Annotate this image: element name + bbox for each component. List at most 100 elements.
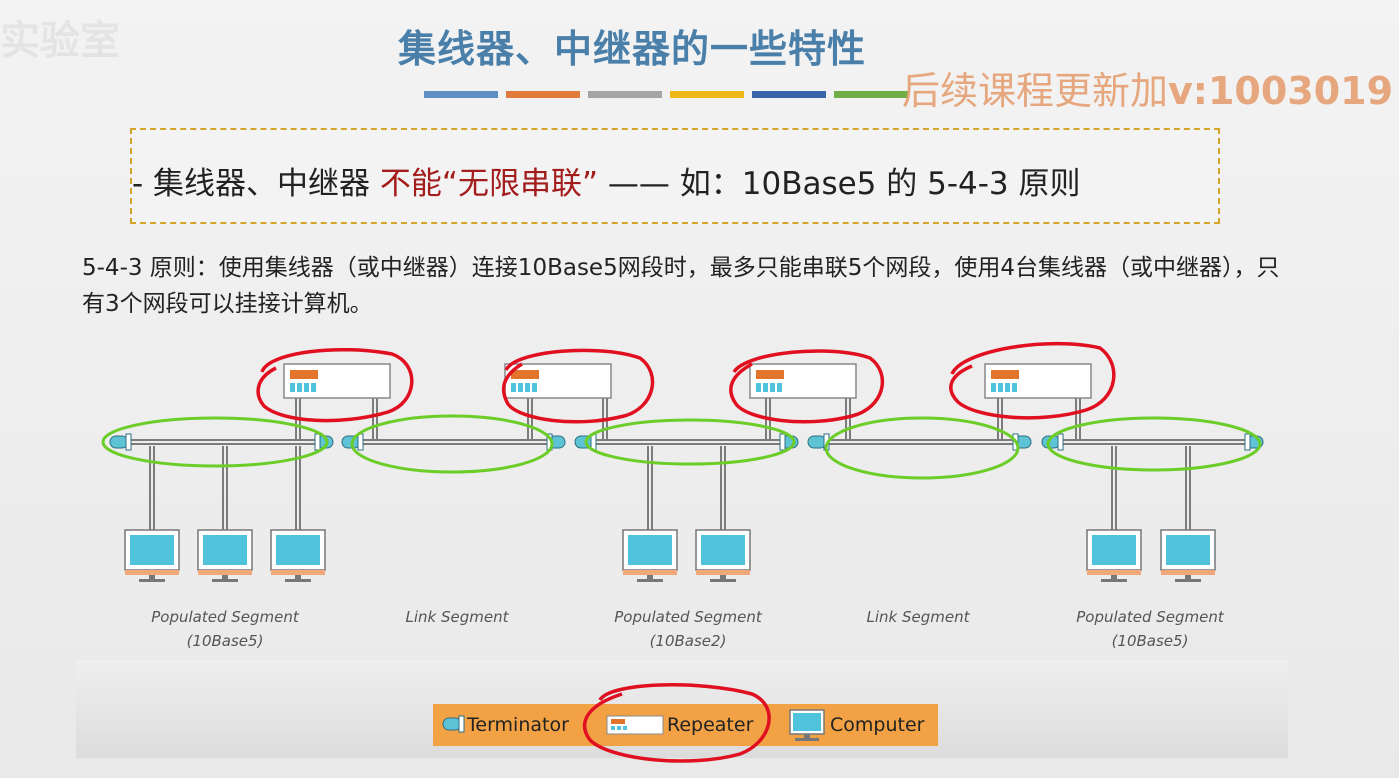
terminator-cap [314, 433, 321, 451]
repeater [984, 363, 1092, 399]
computer-stand [720, 575, 726, 579]
computer-stand [222, 575, 228, 579]
computer-stand [295, 575, 301, 579]
highlight-red-text: 不能“无限串联” [379, 166, 599, 202]
terminator-cap [779, 433, 786, 451]
segment-label: Link Segment [867, 608, 971, 626]
segment-annotation-ellipse [1046, 416, 1262, 472]
terminator [109, 435, 129, 449]
repeater-port [1012, 383, 1017, 392]
computer-base [623, 570, 677, 575]
repeater-port [991, 383, 996, 392]
faded-logo: 实验室 [0, 18, 120, 64]
computer-base [696, 570, 750, 575]
terminator-cap [125, 433, 132, 451]
repeater-port [518, 383, 523, 392]
repeater-annotation-circle [729, 349, 885, 424]
color-bar [670, 91, 744, 98]
computer-stand [1185, 575, 1191, 579]
repeater-annotation-circle [501, 348, 655, 424]
rule-description: 5-4-3 原则：使用集线器（或中继器）连接10Base5网段时，最多只能串联5… [82, 255, 1280, 317]
segment-label-sub: (10Base5) [187, 632, 264, 650]
highlight-bullet: - [132, 166, 144, 202]
highlight-part1: 集线器、中继器 [143, 166, 380, 202]
computer-base [271, 570, 325, 575]
computer-foot [212, 579, 238, 582]
title-color-bars [424, 91, 908, 98]
terminator-cap [1057, 433, 1064, 451]
network-diagram: Populated Segment (10Base5) Link Segment Po… [101, 341, 1264, 650]
watermark: 后续课程更新加v:1003019 [902, 60, 1393, 115]
computer-stand [149, 575, 155, 579]
computer-foot [285, 579, 311, 582]
repeater-port [297, 383, 302, 392]
repeater-port [532, 383, 537, 392]
repeater-port [525, 383, 530, 392]
computer-foot [1101, 579, 1127, 582]
color-bar [506, 91, 580, 98]
terminator-cap [1244, 433, 1251, 451]
color-bar [752, 91, 826, 98]
computer-screen [701, 535, 745, 565]
repeater-port [311, 383, 316, 392]
legend-repeater-label: Repeater [667, 714, 754, 736]
terminator [807, 435, 827, 449]
repeater-port [290, 383, 295, 392]
highlight-text: - 集线器、中继器 不能“无限串联” —— 如：10Base5 的 5-4-3 … [132, 158, 1081, 203]
segment-label-sub: (10Base2) [650, 632, 727, 650]
watermark-prefix: 后续课程更新加 [902, 69, 1169, 113]
repeater-icon [606, 715, 664, 735]
watermark-id: v:1003019 [1168, 69, 1394, 113]
computer-foot [637, 579, 663, 582]
repeater-display [991, 370, 1019, 379]
repeater-annotation-circle [949, 341, 1116, 420]
highlight-part2: 如：10Base5 的 5-4-3 原则 [679, 166, 1081, 202]
computer-screen [1092, 535, 1136, 565]
color-bar [424, 91, 498, 98]
computer-base [125, 570, 179, 575]
computer-base [1161, 570, 1215, 575]
terminator-cap [357, 433, 364, 451]
computer-icon [789, 709, 825, 741]
legend-computer-label: Computer [830, 714, 925, 736]
segment-annotation-ellipse [584, 418, 796, 466]
repeater-annotation-circle [256, 347, 414, 423]
computer-base [198, 570, 252, 575]
segment-label-sub: (10Base5) [1112, 632, 1189, 650]
repeater-port [304, 383, 309, 392]
highlight-box: - 集线器、中继器 不能“无限串联” —— 如：10Base5 的 5-4-3 … [130, 128, 1220, 224]
repeater [504, 363, 612, 399]
segment-label: Populated Segment [1076, 608, 1225, 626]
repeater-display [511, 370, 539, 379]
segment-annotation-ellipse [350, 414, 554, 474]
legend: Terminator Repeater Computer [433, 704, 938, 746]
computer-screen [203, 535, 247, 565]
repeater-display [756, 370, 784, 379]
legend-terminator-label: Terminator [467, 714, 569, 736]
segment-annotation-ellipse [101, 416, 329, 468]
computer-screen [130, 535, 174, 565]
computer-base [1087, 570, 1141, 575]
color-bar [834, 91, 908, 98]
computer-screen [1166, 535, 1210, 565]
repeater-port [770, 383, 775, 392]
repeater [283, 363, 391, 399]
computer-foot [1175, 579, 1201, 582]
repeater-port [777, 383, 782, 392]
repeater-port [998, 383, 1003, 392]
computer-foot [710, 579, 736, 582]
terminator-icon [442, 715, 465, 733]
computer-foot [139, 579, 165, 582]
computer-screen [628, 535, 672, 565]
color-bar [588, 91, 662, 98]
segment-label: Populated Segment [614, 608, 763, 626]
segment-label: Populated Segment [151, 608, 300, 626]
segment-label: Link Segment [406, 608, 510, 626]
computer-stand [1111, 575, 1117, 579]
repeater-port [1005, 383, 1010, 392]
repeater-port [511, 383, 516, 392]
computer-screen [276, 535, 320, 565]
repeater [749, 363, 857, 399]
terminator [574, 435, 594, 449]
